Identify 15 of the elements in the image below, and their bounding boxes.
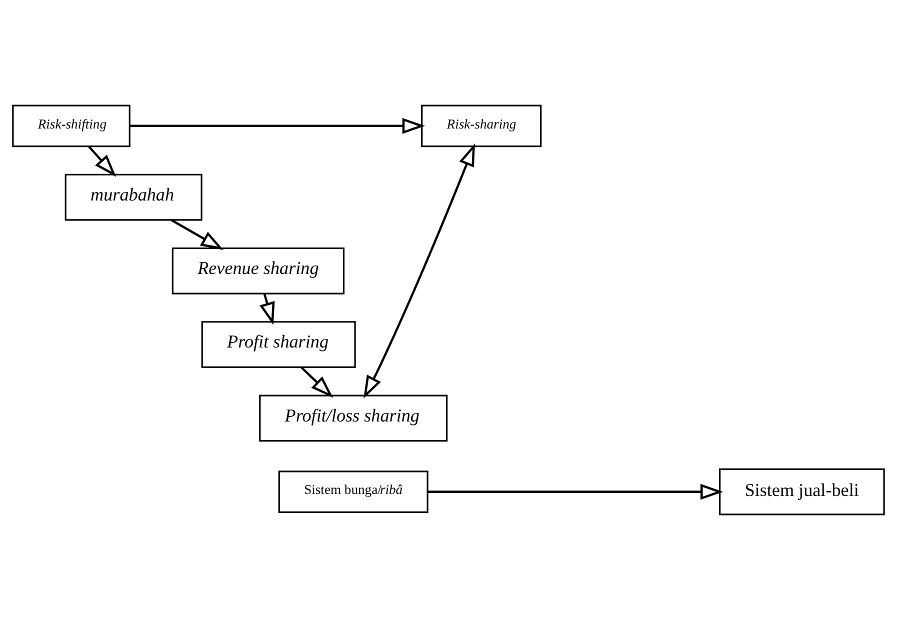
node-box: Revenue sharing	[172, 246, 344, 294]
arrow	[428, 483, 724, 500]
arrow	[170, 218, 224, 250]
node-box: Risk-shifting	[12, 104, 130, 147]
arrow	[300, 366, 334, 398]
arrow	[259, 293, 275, 325]
node-box: Profit/loss sharing	[259, 394, 448, 442]
node-box: Sistem jual-beli	[719, 468, 885, 515]
arrow	[130, 117, 426, 134]
node-box: Sistem bunga/ribâ	[278, 470, 428, 512]
arrow	[364, 142, 475, 398]
arrow	[88, 145, 116, 176]
node-box: Profit sharing	[201, 320, 356, 368]
node-box: Risk-sharing	[421, 104, 542, 147]
node-box: murabahah	[64, 173, 202, 220]
